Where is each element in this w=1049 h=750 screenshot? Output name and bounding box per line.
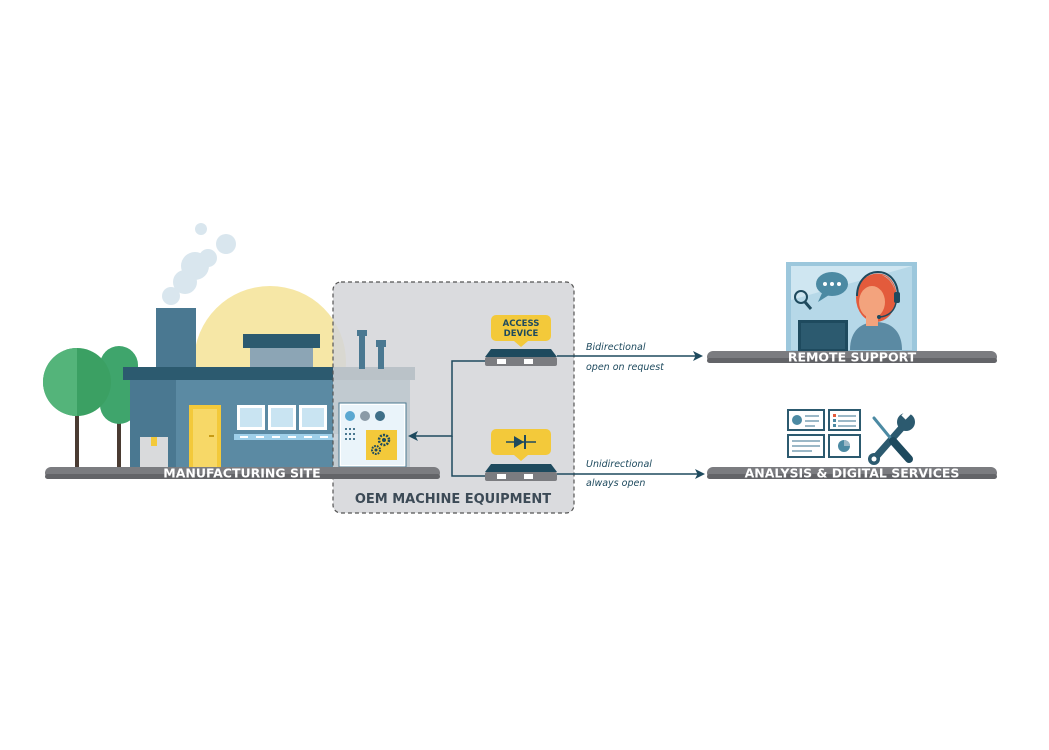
screwdriver-icon (872, 416, 913, 463)
unidirectional-label-line1: Unidirectional (586, 459, 652, 470)
access-device-label-line2: DEVICE (504, 329, 539, 339)
remote-support-label: REMOTE SUPPORT (788, 350, 917, 365)
gear-icon (371, 433, 391, 455)
data-diode-device (485, 429, 557, 481)
chimney (156, 308, 196, 370)
bidirectional-label-line1: Bidirectional (586, 342, 646, 353)
access-device-label-line1: ACCESS (503, 319, 540, 329)
laptop-icon (798, 320, 848, 352)
unidirectional-label-line2: always open (586, 478, 645, 489)
support-agent (850, 270, 902, 350)
bidirectional-label-line2: open on request (586, 362, 665, 373)
gauge-icon (345, 411, 355, 421)
manufacturing-site-label: MANUFACTURING SITE (163, 466, 320, 481)
gauge-icon (360, 411, 370, 421)
oem-machine-label: OEM MACHINE EQUIPMENT (355, 492, 551, 507)
chat-bubble-icon (816, 272, 848, 302)
access-device: ACCESS DEVICE (485, 315, 557, 366)
gauge-icon (375, 411, 385, 421)
connector-lines (408, 351, 705, 479)
machine-to-diode-line (451, 436, 485, 477)
tree-icon (43, 346, 138, 468)
dashboard-icon (787, 409, 861, 458)
analysis-services-label: ANALYSIS & DIGITAL SERVICES (745, 466, 960, 481)
oem-pipes (357, 330, 386, 369)
roof-unit (243, 334, 320, 348)
factory-windows (237, 405, 327, 430)
oem-machine-cabinet (338, 402, 407, 468)
access-device-badge (491, 315, 551, 341)
manufacturing-shelf: MANUFACTURING SITE (45, 466, 440, 481)
headset-icon (856, 270, 900, 319)
remote-support-group: REMOTE SUPPORT (707, 262, 997, 365)
diode-icon (506, 435, 536, 449)
smoke-icon (162, 223, 236, 305)
analysis-services-group: ANALYSIS & DIGITAL SERVICES (707, 409, 997, 481)
magnifier-icon (794, 290, 813, 310)
access-to-machine-line (408, 360, 485, 441)
